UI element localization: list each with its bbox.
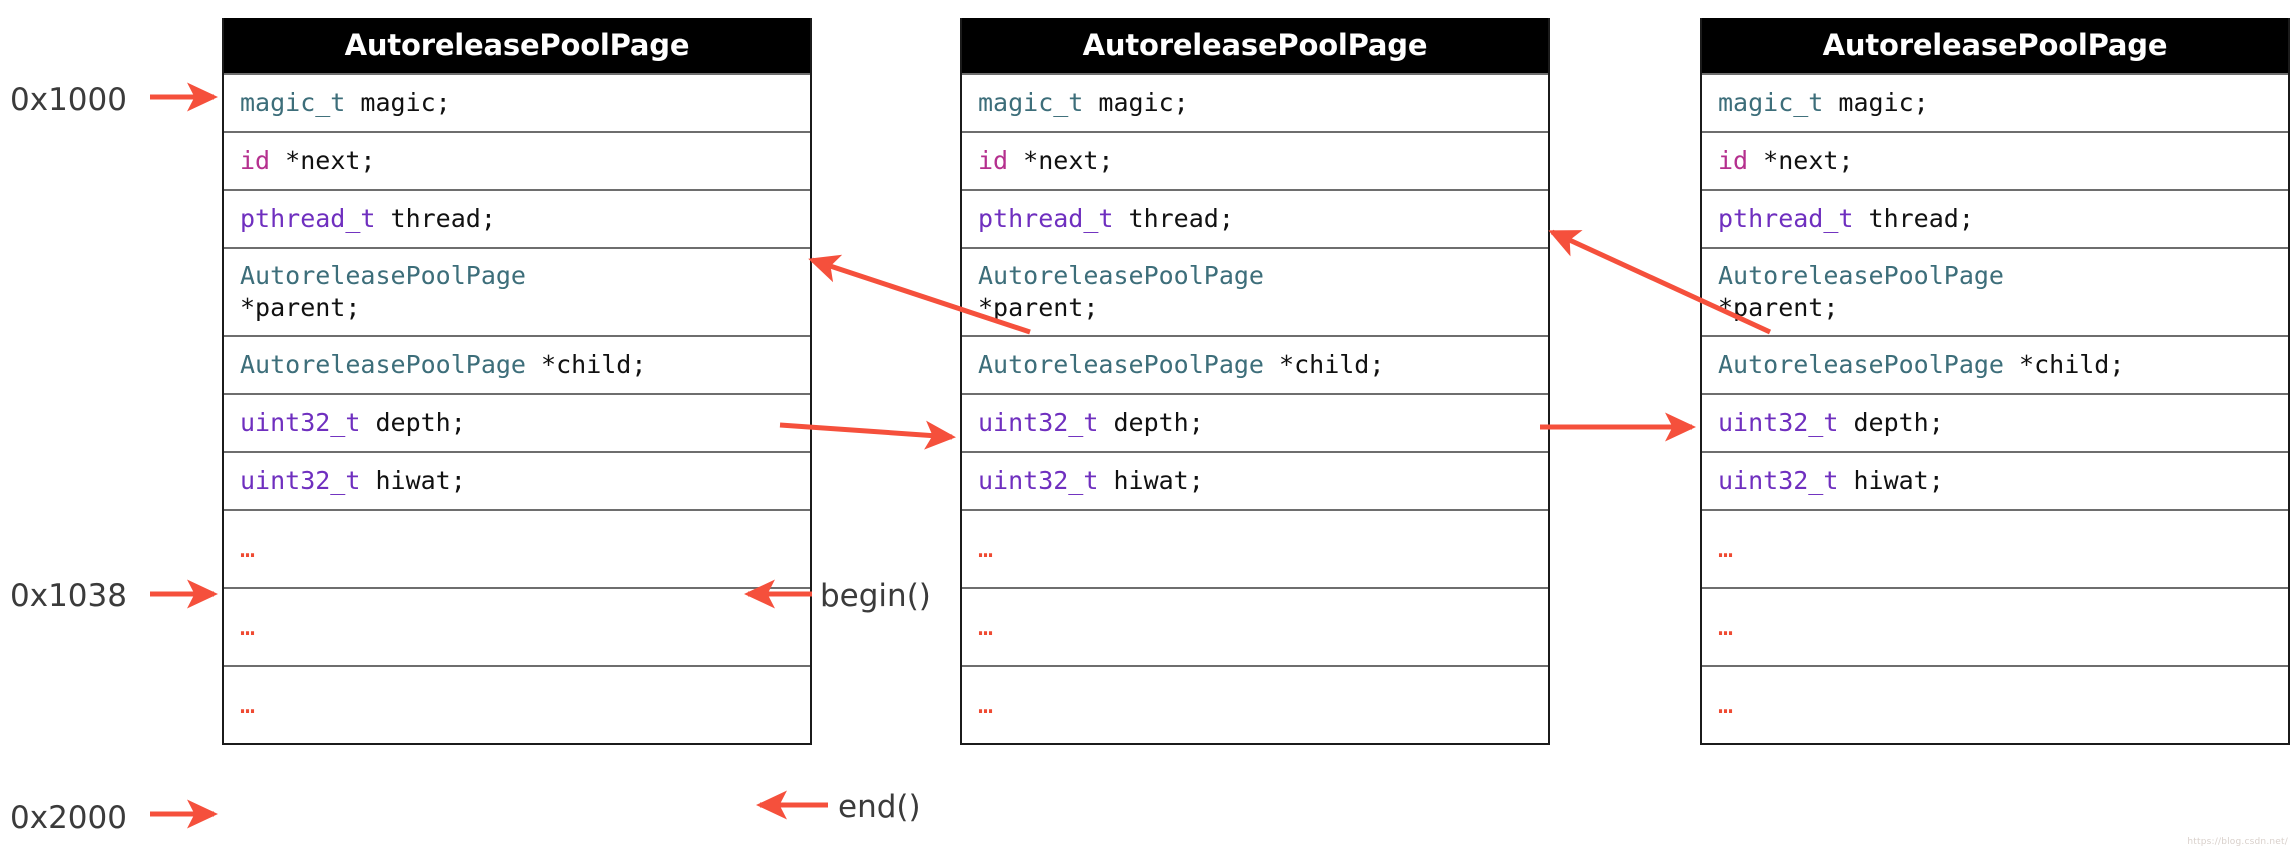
field-row: id *next; [962, 131, 1548, 189]
field-name: *parent; [240, 293, 361, 323]
field-name: *parent; [1718, 293, 1839, 323]
field-type: AutoreleasePoolPage [1718, 350, 2004, 380]
begin-label: begin() [820, 578, 931, 614]
field-name: *child; [1263, 350, 1385, 380]
field-row: pthread_t thread; [1702, 189, 2288, 247]
field-name: magic; [1083, 88, 1189, 118]
field-row: pthread_t thread; [962, 189, 1548, 247]
field-row-ellipsis: … [962, 587, 1548, 665]
field-row: id *next; [224, 131, 810, 189]
field-type: magic_t [240, 88, 346, 118]
field-row-ellipsis: … [1702, 665, 2288, 743]
field-name: *next; [1748, 146, 1854, 176]
field-row: magic_t magic; [962, 73, 1548, 131]
page-table-header: AutoreleasePoolPage [1702, 18, 2288, 74]
field-row: AutoreleasePoolPage *parent; [224, 247, 810, 335]
field-row: magic_t magic; [224, 73, 810, 131]
page-table-header: AutoreleasePoolPage [962, 18, 1548, 74]
field-row: uint32_t hiwat; [1702, 451, 2288, 509]
field-row-ellipsis: … [224, 587, 810, 665]
field-type: AutoreleasePoolPage [240, 261, 526, 291]
field-type: AutoreleasePoolPage [240, 350, 526, 380]
field-row: uint32_t depth; [1702, 393, 2288, 451]
field-name: magic; [1823, 88, 1929, 118]
field-type: pthread_t [1718, 204, 1854, 234]
field-name: *next; [1008, 146, 1114, 176]
field-row: AutoreleasePoolPage *parent; [1702, 247, 2288, 335]
field-name: magic; [345, 88, 451, 118]
field-name: hiwat; [1098, 466, 1204, 496]
field-row-ellipsis: … [962, 509, 1548, 587]
field-name: hiwat; [360, 466, 466, 496]
field-row: magic_t magic; [1702, 73, 2288, 131]
field-row-ellipsis: … [962, 665, 1548, 743]
field-type: uint32_t [1718, 466, 1839, 496]
field-name: depth; [1838, 408, 1944, 438]
field-row: uint32_t hiwat; [224, 451, 810, 509]
field-type: AutoreleasePoolPage [978, 261, 1264, 291]
field-row: AutoreleasePoolPage *child; [962, 335, 1548, 393]
field-row-ellipsis: … [1702, 587, 2288, 665]
field-row: uint32_t depth; [224, 393, 810, 451]
field-type: uint32_t [978, 408, 1099, 438]
field-type: uint32_t [240, 466, 361, 496]
page-table-header: AutoreleasePoolPage [224, 18, 810, 74]
field-row-ellipsis: … [1702, 509, 2288, 587]
address-label-0x2000: 0x2000 [10, 800, 127, 836]
field-name: *parent; [978, 293, 1099, 323]
field-name: depth; [1098, 408, 1204, 438]
field-name: thread; [375, 204, 496, 234]
field-type: uint32_t [1718, 408, 1839, 438]
field-name: *next; [270, 146, 376, 176]
field-type: AutoreleasePoolPage [1718, 261, 2004, 291]
address-label-0x1038: 0x1038 [10, 578, 127, 614]
field-type: magic_t [978, 88, 1084, 118]
field-name: *child; [525, 350, 647, 380]
field-name: thread; [1853, 204, 1974, 234]
field-row: uint32_t hiwat; [962, 451, 1548, 509]
field-type: id [1718, 146, 1749, 176]
watermark: https://blog.csdn.net/ [2187, 837, 2288, 847]
field-row-ellipsis: … [224, 509, 810, 587]
field-type: magic_t [1718, 88, 1824, 118]
field-row-ellipsis: … [224, 665, 810, 743]
field-row: pthread_t thread; [224, 189, 810, 247]
field-name: *child; [2003, 350, 2125, 380]
field-type: id [978, 146, 1009, 176]
field-type: id [240, 146, 271, 176]
field-row: AutoreleasePoolPage *child; [224, 335, 810, 393]
end-label: end() [838, 789, 921, 825]
field-type: AutoreleasePoolPage [978, 350, 1264, 380]
field-name: thread; [1113, 204, 1234, 234]
address-label-0x1000: 0x1000 [10, 82, 127, 118]
field-row: id *next; [1702, 131, 2288, 189]
field-type: pthread_t [978, 204, 1114, 234]
field-name: depth; [360, 408, 466, 438]
field-type: uint32_t [240, 408, 361, 438]
field-type: pthread_t [240, 204, 376, 234]
field-row: uint32_t depth; [962, 393, 1548, 451]
field-name: hiwat; [1838, 466, 1944, 496]
field-type: uint32_t [978, 466, 1099, 496]
field-row: AutoreleasePoolPage *child; [1702, 335, 2288, 393]
field-row: AutoreleasePoolPage *parent; [962, 247, 1548, 335]
